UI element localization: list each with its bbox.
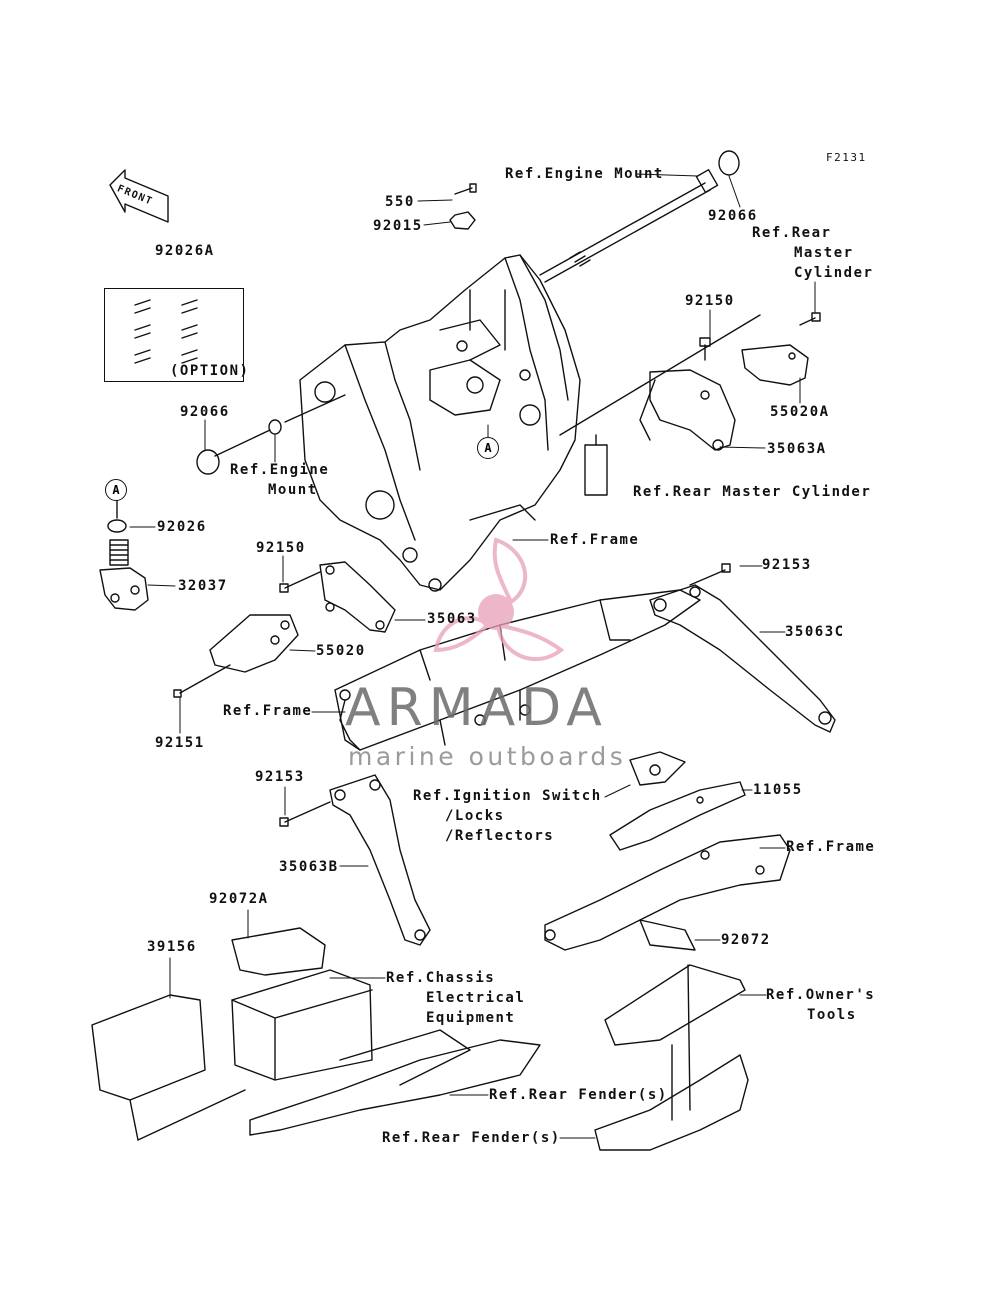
part-92026A[interactable]: 92026A — [155, 243, 215, 259]
part-55020[interactable]: 55020 — [316, 643, 366, 659]
rear-fender-left — [249, 1039, 541, 1136]
ref-frame-3[interactable]: Ref.Frame — [786, 839, 876, 855]
ref-engine-mount-left-line1[interactable]: Ref.Engine — [230, 462, 330, 478]
strap-92072 — [639, 919, 696, 951]
bracket-11055 — [609, 751, 746, 851]
part-35063[interactable]: 35063 — [427, 611, 477, 627]
bolt-550 — [454, 183, 477, 195]
engine-mount-bolt — [539, 169, 719, 283]
adjuster-32037 — [99, 539, 149, 611]
part-32037[interactable]: 32037 — [178, 578, 228, 594]
figure-code: F2131 — [826, 151, 867, 164]
part-92151[interactable]: 92151 — [155, 735, 205, 751]
part-35063B[interactable]: 35063B — [279, 859, 339, 875]
marker-a-left: A — [105, 479, 127, 501]
part-92153-left[interactable]: 92153 — [255, 769, 305, 785]
part-11055[interactable]: 11055 — [753, 782, 803, 798]
bracket-35063B — [329, 774, 431, 946]
ref-rear-master-cyl-line1[interactable]: Ref.Rear — [752, 225, 832, 241]
ref-ignition-line2[interactable]: /Locks — [445, 808, 505, 824]
ref-rear-fender-2[interactable]: Ref.Rear Fender(s) — [382, 1130, 561, 1146]
watermark-logo-icon — [433, 537, 565, 661]
ref-rear-fender-1[interactable]: Ref.Rear Fender(s) — [489, 1087, 668, 1103]
ref-ignition-line1[interactable]: Ref.Ignition Switch — [413, 788, 602, 804]
part-92026[interactable]: 92026 — [157, 519, 207, 535]
part-92066-left[interactable]: 92066 — [180, 404, 230, 420]
cover-92072A — [231, 927, 326, 976]
part-35063A[interactable]: 35063A — [767, 441, 827, 457]
front-arrow-icon — [109, 169, 169, 223]
part-92150-top[interactable]: 92150 — [685, 293, 735, 309]
watermark-tagline: marine outboards — [348, 742, 627, 771]
part-39156[interactable]: 39156 — [147, 939, 197, 955]
watermark-brand: ARMADA — [345, 678, 608, 738]
leader-lines — [129, 173, 816, 1139]
plate-55020 — [209, 614, 299, 673]
ring-92066-top — [718, 150, 740, 176]
part-92015[interactable]: 92015 — [373, 218, 423, 234]
owners-tools — [604, 964, 746, 1046]
ref-owners-tools-line1[interactable]: Ref.Owner's — [766, 987, 876, 1003]
marker-a-frame: A — [477, 437, 499, 459]
part-92072[interactable]: 92072 — [721, 932, 771, 948]
ref-chassis-line3[interactable]: Equipment — [426, 1010, 516, 1026]
ref-frame-1[interactable]: Ref.Frame — [550, 532, 640, 548]
ref-chassis-line1[interactable]: Ref.Chassis — [386, 970, 496, 986]
ref-rear-master-cyl-line2[interactable]: Master — [794, 245, 854, 261]
battery-box — [231, 969, 373, 1081]
ref-engine-mount-left-line2[interactable]: Mount — [268, 482, 318, 498]
rear-fender-right — [594, 1054, 749, 1151]
part-92150-mid[interactable]: 92150 — [256, 540, 306, 556]
ref-rear-master-cyl-line3[interactable]: Cylinder — [794, 265, 874, 281]
part-35063C[interactable]: 35063C — [785, 624, 845, 640]
part-92066-top[interactable]: 92066 — [708, 208, 758, 224]
bracket-35063 — [319, 561, 396, 633]
option-box — [104, 288, 244, 382]
rear-master-cylinder — [584, 434, 608, 496]
plate-39156 — [91, 994, 206, 1101]
ring-92066-left — [196, 449, 220, 475]
option-label: (OPTION) — [170, 363, 250, 379]
part-92153-right[interactable]: 92153 — [762, 557, 812, 573]
rear-frame-right — [544, 834, 791, 951]
nut-92015 — [449, 211, 476, 230]
bracket-35063A — [639, 369, 736, 451]
washer-92026 — [107, 519, 127, 533]
ref-frame-2[interactable]: Ref.Frame — [223, 703, 313, 719]
ref-rear-master-cylinder[interactable]: Ref.Rear Master Cylinder — [633, 484, 872, 500]
bracket-35063C — [649, 584, 836, 733]
leader — [559, 314, 761, 436]
ref-owners-tools-line2[interactable]: Tools — [807, 1007, 857, 1023]
plate-55020A — [741, 344, 809, 386]
ref-chassis-line2[interactable]: Electrical — [426, 990, 526, 1006]
shim-set — [134, 299, 198, 364]
ref-ignition-line3[interactable]: /Reflectors — [445, 828, 555, 844]
part-550[interactable]: 550 — [385, 194, 415, 210]
main-frame — [299, 254, 581, 592]
part-55020A[interactable]: 55020A — [770, 404, 830, 420]
ref-engine-mount-top[interactable]: Ref.Engine Mount — [505, 166, 664, 182]
part-92072A[interactable]: 92072A — [209, 891, 269, 907]
